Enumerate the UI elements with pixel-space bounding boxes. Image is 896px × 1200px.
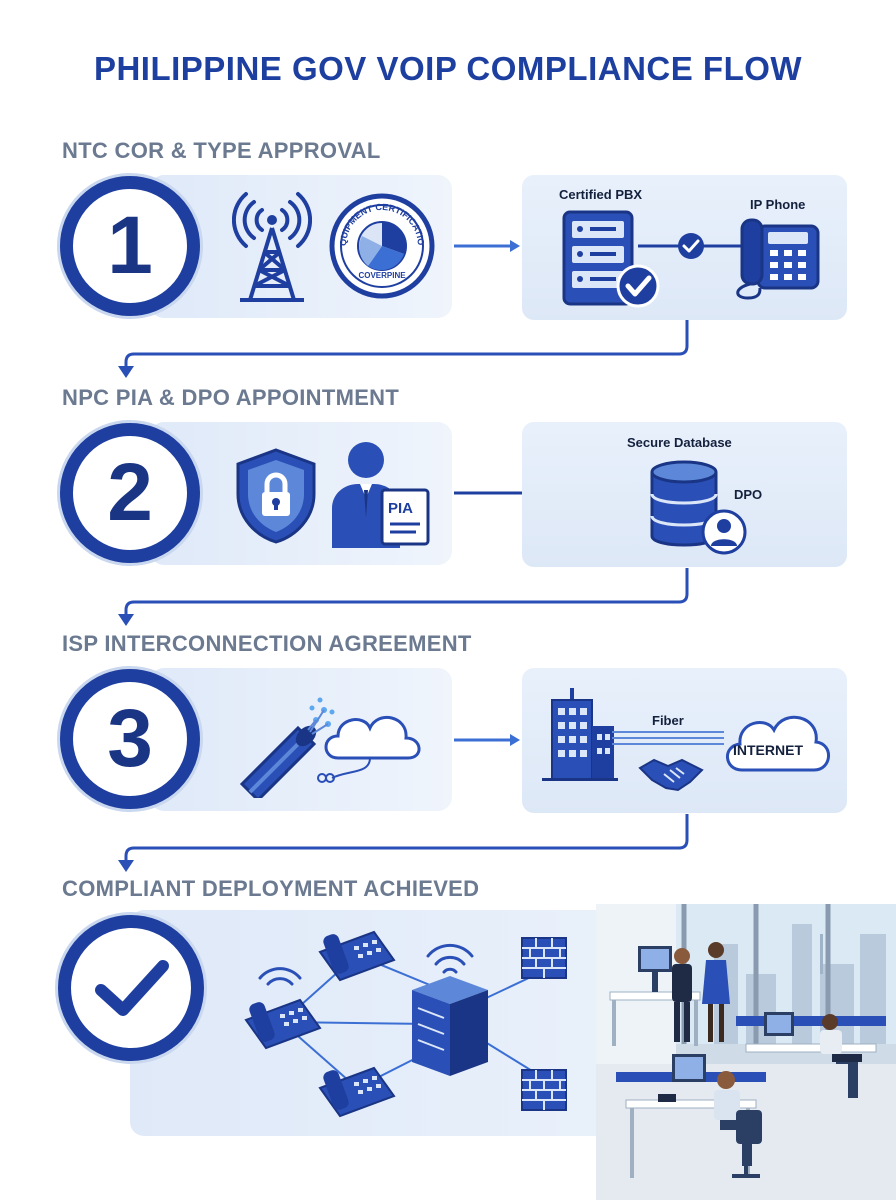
firewall-icon (521, 937, 567, 979)
voip-network-diagram (232, 920, 592, 1130)
page-title: PHILIPPINE GOV VOIP COMPLIANCE FLOW (93, 50, 803, 87)
certification-seal-icon: EQUIPMENT CERTIFICATION COVERPINE (328, 192, 436, 300)
desk-phone-icon (318, 930, 396, 982)
fiber-label: Fiber (652, 713, 684, 728)
firewall-icon (521, 1069, 567, 1111)
flow-arrow (452, 730, 522, 750)
pbx-server-icon (560, 208, 664, 308)
checkmark-icon (95, 960, 169, 1016)
step-3-badge: 3 (60, 669, 200, 809)
office-building-icon (540, 688, 620, 782)
step-1-badge: 1 (60, 176, 200, 316)
fiber-link-lines (612, 728, 724, 750)
desk-phone-icon (318, 1066, 396, 1118)
certified-pbx-label: Certified PBX (559, 187, 643, 202)
desk-phone-icon (244, 998, 322, 1050)
internet-cloud-icon (716, 700, 834, 782)
handshake-icon (638, 752, 704, 796)
ip-phone-label: IP Phone (750, 197, 806, 212)
shield-lock-icon (232, 446, 320, 546)
seal-subtext: COVERPINE (358, 271, 406, 280)
step-1-title: NTC COR & TYPE APPROVAL (62, 138, 381, 163)
step-3-number: 3 (107, 693, 153, 784)
dpo-label: DPO (734, 487, 763, 502)
internet-label: INTERNET (733, 742, 803, 758)
cloud-icon (308, 700, 432, 786)
radio-tower-icon (232, 186, 312, 306)
dpo-person-icon (326, 438, 434, 550)
step-1-number: 1 (107, 200, 153, 291)
step-2-title: NPC PIA & DPO APPOINTMENT (62, 385, 400, 410)
pia-document-label: PIA (388, 500, 414, 517)
step-2-badge: 2 (60, 423, 200, 563)
step-3-title: ISP INTERCONNECTION AGREEMENT (62, 631, 472, 656)
step-4-badge (58, 915, 204, 1061)
flow-arrow (452, 236, 522, 256)
server-icon (412, 976, 488, 1076)
step-4-title: COMPLIANT DEPLOYMENT ACHIEVED (62, 876, 480, 901)
step-connector-arrow (112, 318, 702, 380)
step-connector-arrow (112, 812, 702, 874)
secure-database-label: Secure Database (627, 435, 732, 450)
ip-phone-icon (730, 214, 822, 300)
fiber-cable-icon (232, 688, 342, 798)
step-2-number: 2 (107, 447, 153, 538)
step-connector-arrow (112, 566, 702, 628)
database-icon (648, 458, 748, 558)
office-scene-illustration (596, 904, 896, 1200)
connection-check-icon (638, 232, 744, 260)
